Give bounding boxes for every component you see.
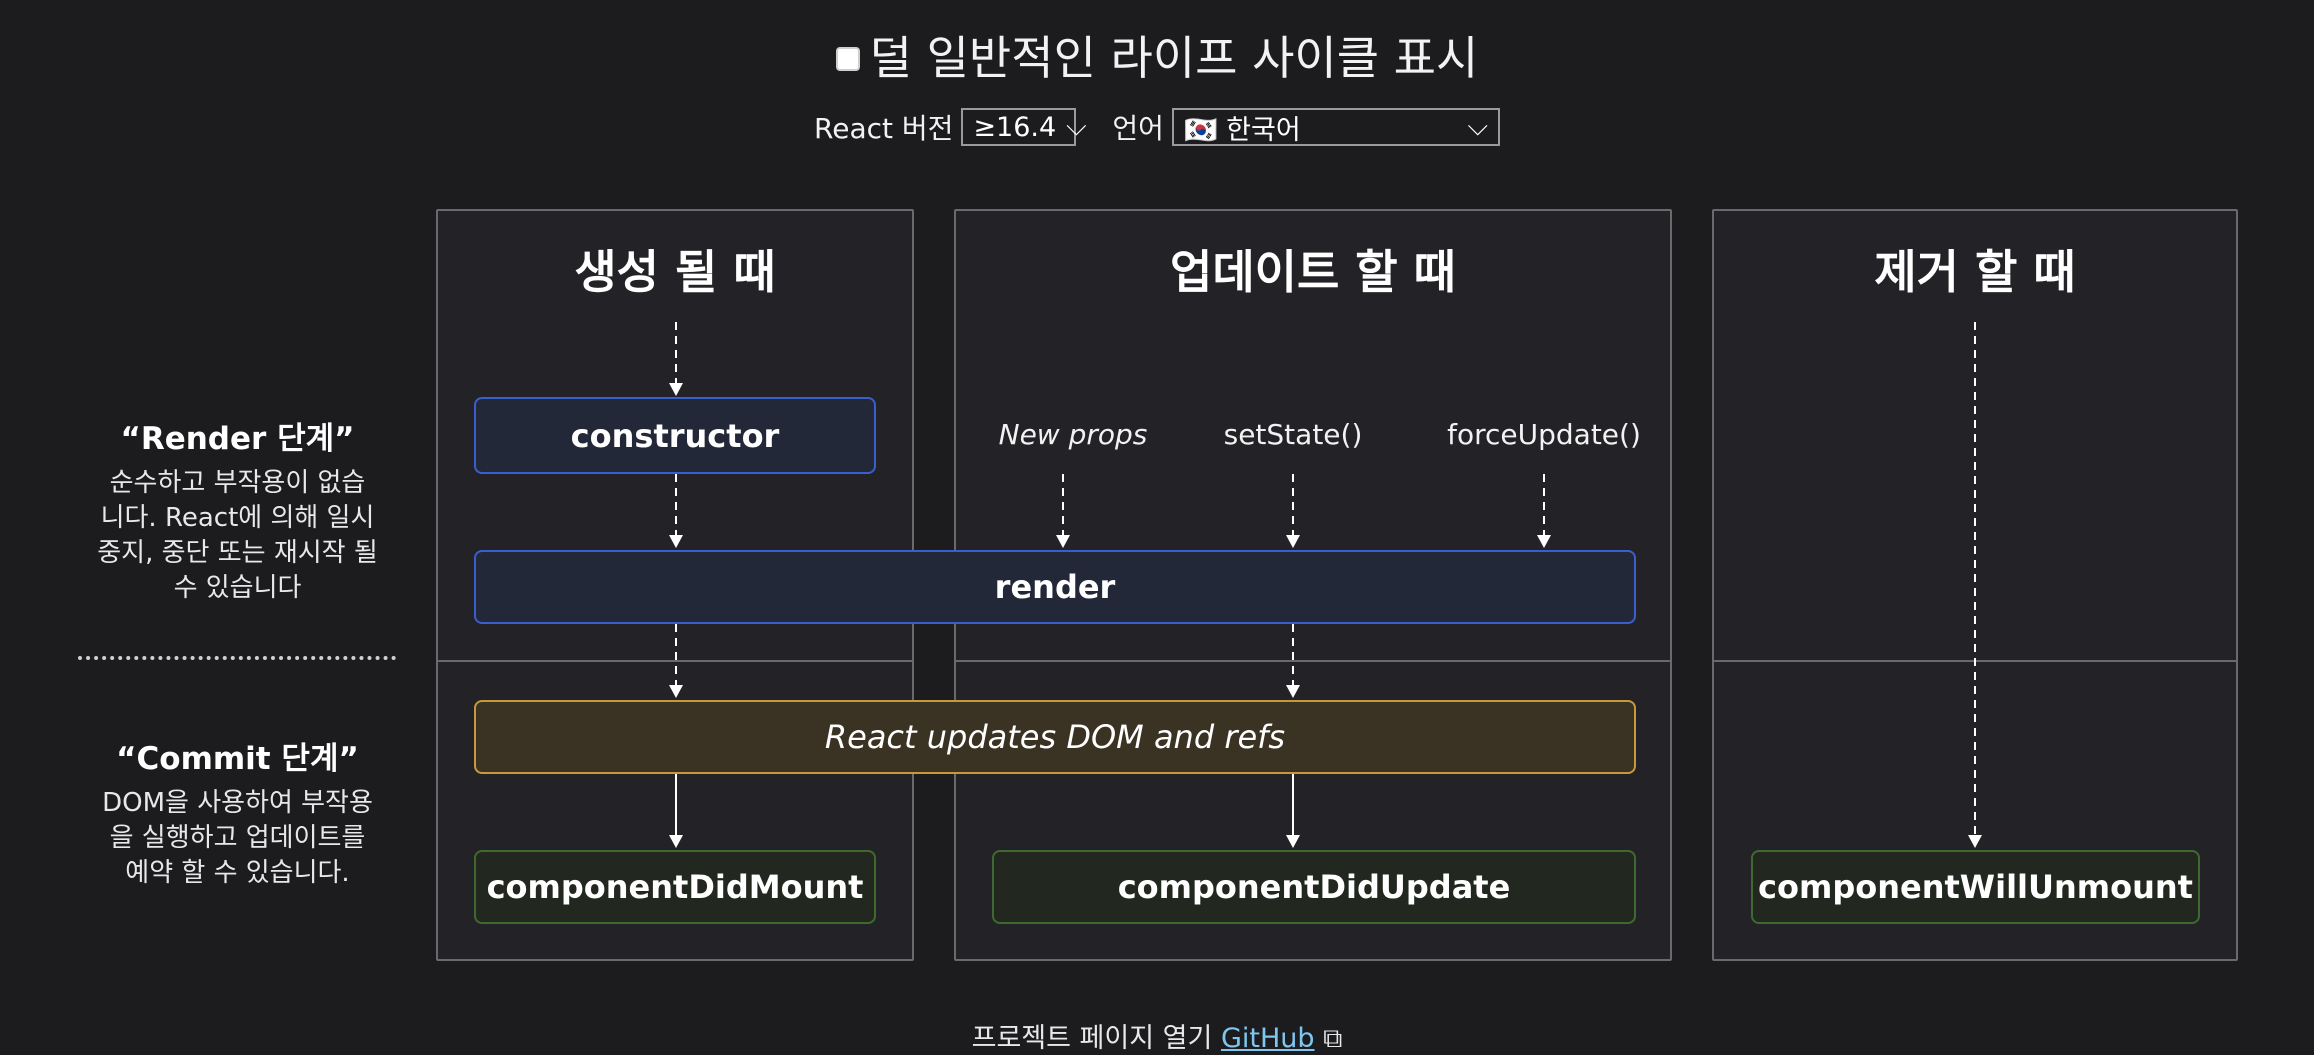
version-value: ≥16.4 bbox=[973, 111, 1057, 143]
language-select[interactable]: 🇰🇷 한국어 ⌵ bbox=[1171, 108, 1500, 146]
language-value: 🇰🇷 한국어 bbox=[1183, 114, 1301, 146]
less-common-checkbox[interactable] bbox=[835, 47, 860, 71]
external-link-icon: ⧉ bbox=[1323, 1023, 1343, 1054]
trigger-force-update: forceUpdate() bbox=[1447, 418, 1641, 451]
trigger-set-state: setState() bbox=[1223, 418, 1363, 451]
commit-phase-description: DOM을 사용하여 부작용 을 실행하고 업데이트를 예약 할 수 있습니다. bbox=[60, 786, 415, 891]
render-desc-line: 수 있습니다 bbox=[173, 573, 302, 603]
phase-separator bbox=[78, 656, 396, 660]
top-bar: 덜 일반적인 라이프 사이클 표시 bbox=[0, 22, 2314, 88]
commit-phase-note: “Commit 단계” DOM을 사용하여 부작용 을 실행하고 업데이트를 예… bbox=[60, 733, 415, 891]
commit-phase-title: “Commit 단계” bbox=[116, 741, 359, 777]
render-phase-note: “Render 단계” 순수하고 부작용이 없습 니다. React에 의해 일… bbox=[60, 413, 415, 606]
trigger-new-props: New props bbox=[998, 418, 1148, 451]
phase-divider bbox=[956, 660, 1670, 662]
checkbox-label[interactable]: 덜 일반적인 라이프 사이클 표시 bbox=[869, 31, 1479, 85]
update-column-title: 업데이트 할 때 bbox=[1170, 245, 1456, 299]
unmount-column-title: 제거 할 때 bbox=[1874, 245, 2076, 299]
render-desc-line: 순수하고 부작용이 없습 bbox=[109, 468, 366, 498]
render-desc-line: 니다. React에 의해 일시 bbox=[100, 503, 375, 533]
render-phase-title: “Render 단계” bbox=[120, 421, 355, 457]
commit-desc-line: DOM을 사용하여 부작용 bbox=[102, 788, 373, 818]
commit-desc-line: 예약 할 수 있습니다. bbox=[125, 858, 350, 888]
version-select[interactable]: ≥16.4 ⌵ bbox=[961, 108, 1087, 146]
phase-divider bbox=[438, 660, 912, 662]
chevron-down-icon: ⌵ bbox=[1467, 111, 1488, 142]
constructor-box[interactable]: constructor bbox=[474, 397, 876, 474]
github-link[interactable]: GitHub bbox=[1220, 1023, 1315, 1054]
language-label: 언어 bbox=[1112, 112, 1164, 145]
component-did-update-box[interactable]: componentDidUpdate bbox=[992, 850, 1636, 924]
commit-desc-line: 을 실행하고 업데이트를 bbox=[109, 823, 366, 853]
mount-column-title: 생성 될 때 bbox=[574, 245, 776, 299]
version-label: React 버전 bbox=[814, 112, 954, 145]
render-phase-description: 순수하고 부작용이 없습 니다. React에 의해 일시 중지, 중단 또는 … bbox=[60, 466, 415, 606]
component-will-unmount-box[interactable]: componentWillUnmount bbox=[1751, 850, 2200, 924]
render-desc-line: 중지, 중단 또는 재시작 될 bbox=[97, 538, 378, 568]
controls-bar: React 버전 ≥16.4 ⌵ 언어 🇰🇷 한국어 ⌵ bbox=[0, 107, 2314, 147]
chevron-down-icon: ⌵ bbox=[1066, 111, 1087, 142]
render-box[interactable]: render bbox=[474, 550, 1636, 624]
commit-box: React updates DOM and refs bbox=[474, 700, 1636, 774]
component-did-mount-box[interactable]: componentDidMount bbox=[474, 850, 876, 924]
footer: 프로젝트 페이지 열기 GitHub ⧉ bbox=[0, 1016, 2314, 1055]
footer-text: 프로젝트 페이지 열기 bbox=[971, 1023, 1213, 1054]
